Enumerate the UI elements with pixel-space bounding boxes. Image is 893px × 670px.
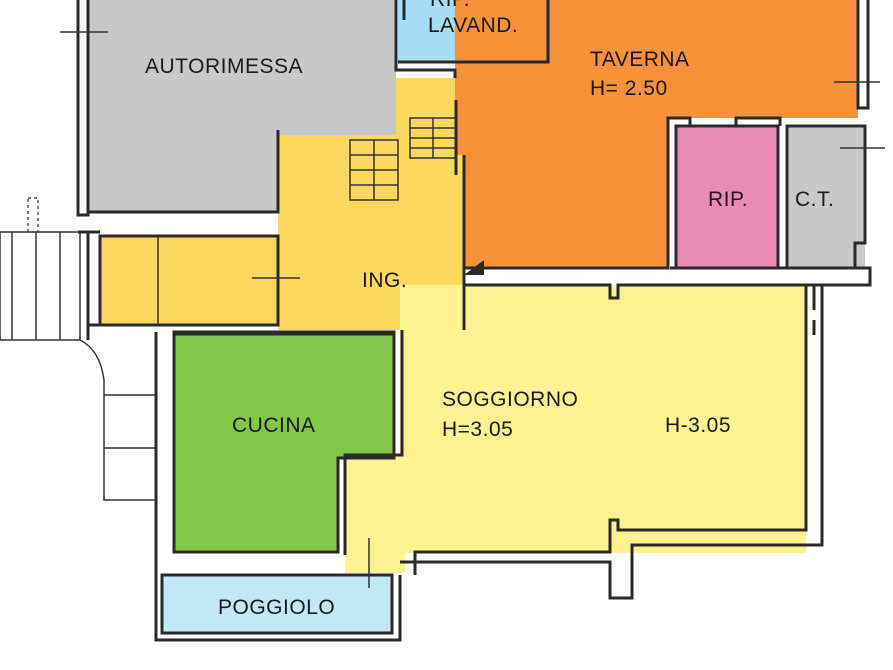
taverna-label: TAVERNA [590,48,690,71]
soggiorno-room-main [400,285,806,553]
soggiorno-height-label: H=3.05 [442,418,513,441]
poggiolo-label: POGGIOLO [218,596,335,619]
walls [60,0,885,642]
centrale-termica-room [787,126,865,268]
ripostiglio-label: RIP. [708,188,748,211]
ingresso-label: ING. [362,269,407,292]
ripostiglio-room [676,126,778,268]
cucina-label: CUCINA [232,414,316,437]
lavanderia-label-top: RIP. [430,0,470,11]
poggiolo-room [162,575,392,633]
stair-left [349,139,399,201]
soggiorno-label: SOGGIORNO [442,388,578,411]
external-ramp [0,197,81,341]
centrale-termica-label: C.T. [795,188,834,211]
taverna-room [455,0,858,268]
soggiorno-height-right-label: H-3.05 [665,414,731,437]
soggiorno-room-ext [345,455,405,573]
cucina-room [174,332,394,552]
autorimessa-room-lower [88,110,278,212]
taverna-height-label: H= 2.50 [590,77,668,100]
external-steps [79,339,157,501]
lavanderia-label: LAVAND. [428,14,518,37]
ingresso-corridor [100,236,278,324]
autorimessa-label: AUTORIMESSA [145,55,303,78]
